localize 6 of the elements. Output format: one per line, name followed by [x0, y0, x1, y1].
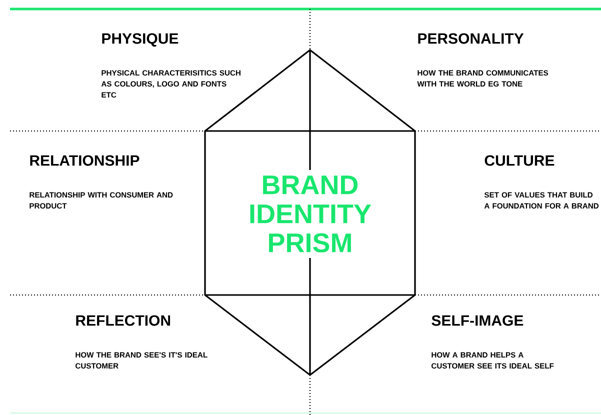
facet-heading: CULTURE: [484, 155, 554, 166]
facet-heading: SELF-IMAGE: [432, 315, 524, 326]
facet-heading: PERSONALITY: [418, 33, 524, 44]
facet-heading: REFLECTION: [76, 315, 170, 326]
facet-heading: PHYSIQUE: [102, 33, 178, 47]
facet-heading: RELATIONSHIP: [30, 155, 140, 166]
